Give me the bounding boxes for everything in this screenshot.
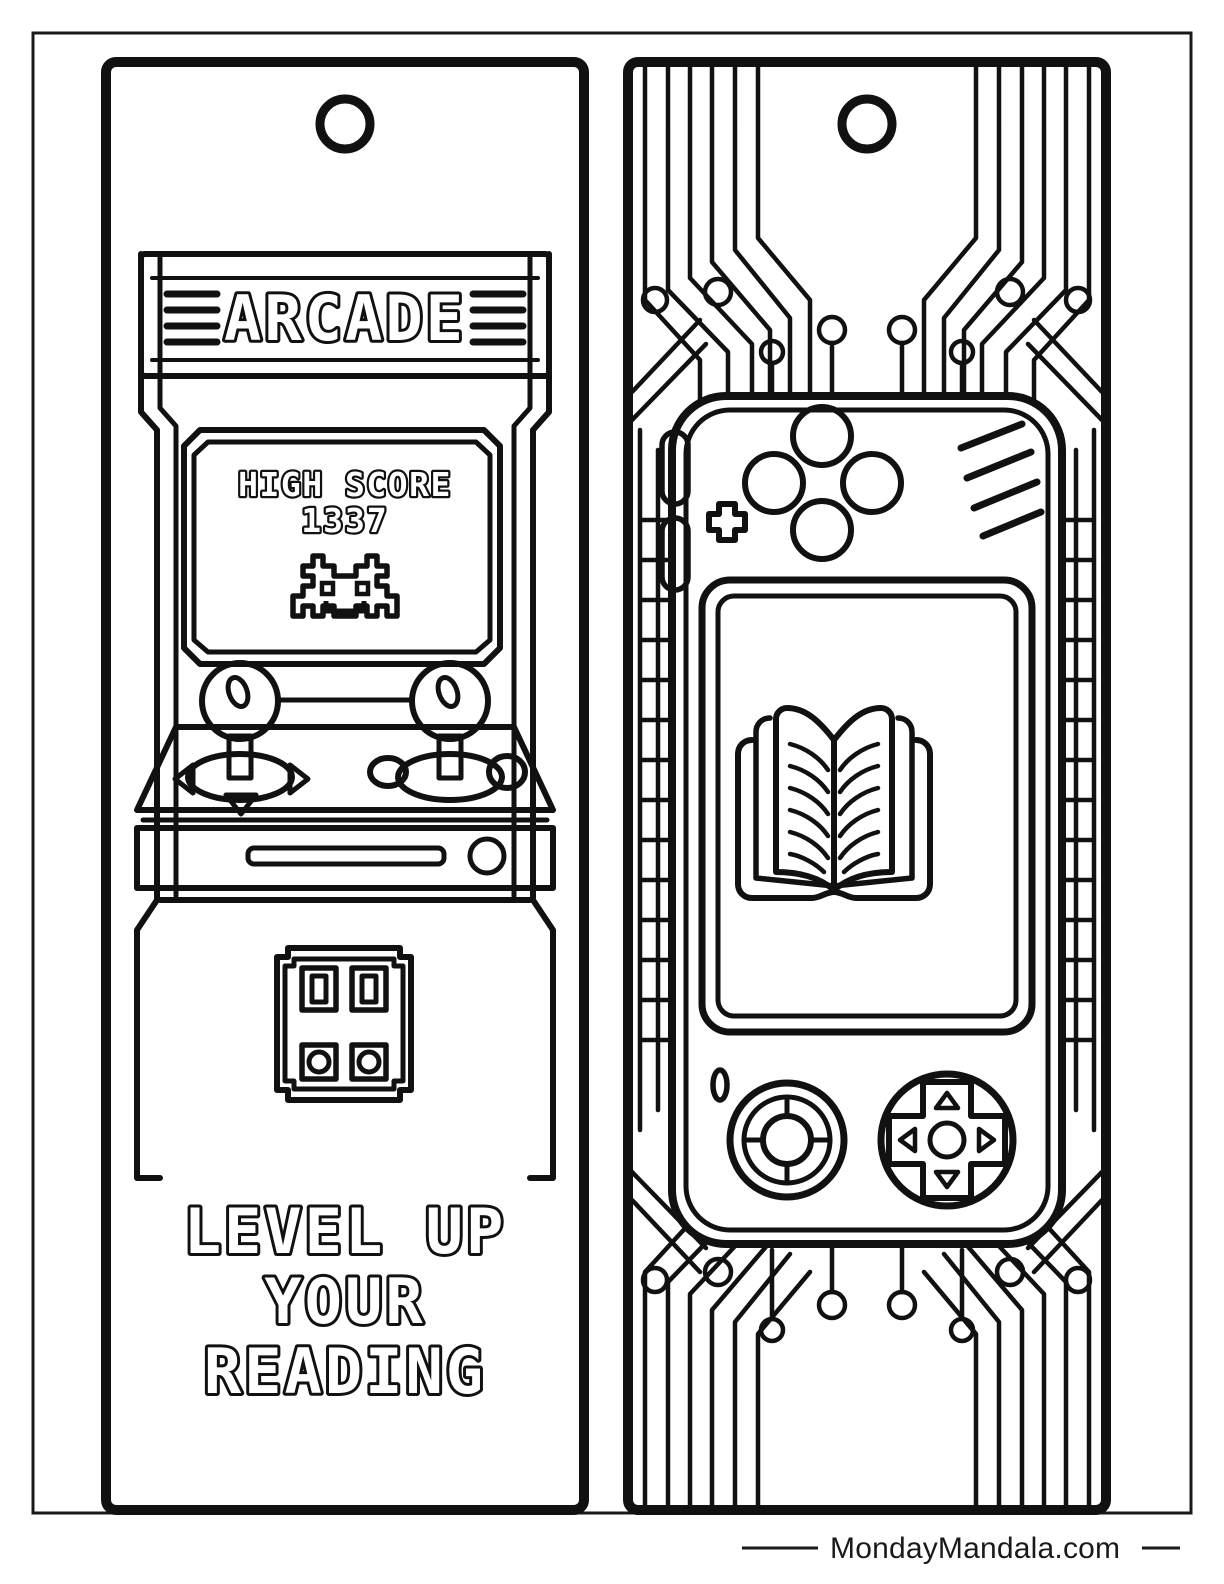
dpad-arrow-left-icon <box>897 1126 918 1154</box>
punch-hole-icon <box>315 94 375 154</box>
dpad-arrow-right-icon <box>976 1126 997 1154</box>
face-button-right <box>840 451 904 515</box>
speaker-grille-icon <box>957 420 1045 540</box>
caption-line-3: READING <box>204 1335 486 1408</box>
face-button-left <box>742 451 806 515</box>
punch-hole-icon-right <box>837 94 897 154</box>
space-invader-sprite-icon <box>290 553 400 619</box>
watermark: MondayMandala.com <box>742 1532 1180 1565</box>
cabinet-screen-bezel <box>181 427 503 667</box>
screen-high-score-value: 1337 <box>301 501 388 540</box>
bookmark-arcade-cabinet: ARCADE HIGH SCORE 1337 <box>101 57 589 1515</box>
console-screen-inner <box>715 593 1019 1019</box>
arrow-down-icon <box>223 792 259 817</box>
screen-high-score-label: HIGH SCORE <box>238 465 452 504</box>
coin-return-right <box>349 1042 389 1082</box>
cabinet-marquee <box>138 251 552 379</box>
caption-line-2: YOUR <box>264 1265 425 1338</box>
coin-shelf-button <box>467 836 507 876</box>
watermark-label: MondayMandala.com <box>830 1532 1120 1565</box>
arrow-left-icon <box>172 762 196 796</box>
console-screen-bezel <box>698 576 1036 1036</box>
coin-slot-right <box>349 965 389 1013</box>
caption-line-1: LEVEL UP <box>184 1195 507 1268</box>
analog-stick <box>726 1079 848 1201</box>
open-book-icon <box>735 705 933 901</box>
led-indicator <box>710 1067 730 1103</box>
dpad <box>877 1070 1017 1210</box>
cabinet-screen-inner <box>191 439 493 655</box>
bookmark-left-outline <box>101 57 589 1515</box>
marquee-vents-right <box>469 290 527 346</box>
dpad-arrow-down-icon <box>933 1169 961 1190</box>
face-button-top <box>790 404 854 468</box>
cabinet-control-panel <box>134 724 556 813</box>
arrow-right-icon <box>287 762 311 796</box>
plus-icon <box>706 501 748 543</box>
page-border <box>31 31 1193 1515</box>
shoulder-button-bottom <box>659 515 691 593</box>
cabinet-coin-shelf <box>134 825 556 891</box>
coin-slot-bar <box>245 845 447 867</box>
handheld-console <box>659 392 1066 1248</box>
face-button-bottom <box>790 498 854 562</box>
coin-slot-left <box>299 965 339 1013</box>
marquee-label: ARCADE <box>224 282 466 355</box>
bookmark-handheld-console <box>623 57 1111 1515</box>
dpad-arrow-up-icon <box>933 1090 961 1111</box>
panel-button-2 <box>486 753 528 791</box>
marquee-vents-left <box>163 290 221 346</box>
coin-return-left <box>299 1042 339 1082</box>
coin-door <box>274 945 414 1103</box>
shoulder-button-top <box>659 429 691 507</box>
panel-button-1 <box>367 755 409 789</box>
